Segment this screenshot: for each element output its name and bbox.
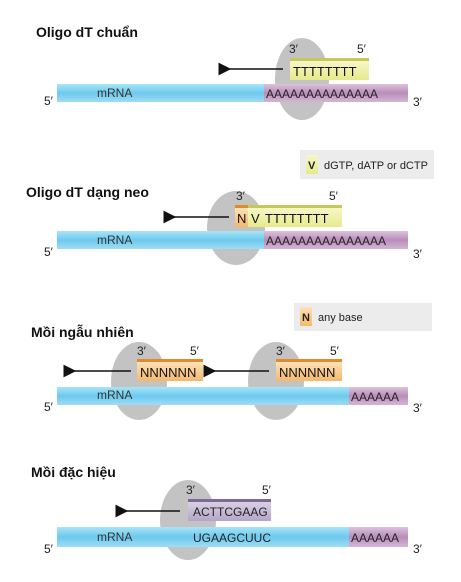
- panel-title: Oligo dT chuẩn: [36, 24, 138, 40]
- legend-n-swatch: [300, 307, 312, 326]
- mrna-5prime: 5′: [44, 400, 54, 414]
- primer-sequence: TTTTTTTT: [293, 64, 357, 79]
- legend-n-text: any base: [318, 312, 363, 324]
- primer-b-sequence: NNNNNN: [279, 365, 335, 380]
- mrna-5prime: 5′: [44, 245, 54, 259]
- mrna-label: mRNA: [97, 233, 132, 247]
- primer-3prime: 3′: [236, 189, 246, 203]
- mrna-strand: [57, 84, 264, 102]
- primer-5prime: 5′: [357, 42, 367, 56]
- anchor-v: V: [251, 211, 260, 226]
- mrna-strand: [57, 387, 349, 405]
- polya-sequence: AAAAAA: [351, 390, 399, 404]
- mrna-label: mRNA: [97, 388, 132, 402]
- oligo-dt-primer: [248, 208, 342, 227]
- polya-tail: [264, 231, 408, 249]
- specific-primer: [188, 502, 271, 521]
- polya-sequence: AAAAAAAAAAAAAAA: [266, 234, 386, 248]
- panel-random-primers: Mồi ngẫu nhiên NNNNNN NNNNNN AAAAAA mRNA…: [31, 324, 423, 420]
- primer-5prime: 5′: [262, 483, 272, 497]
- mrna-strand: [57, 527, 349, 547]
- polya-tail: [349, 527, 408, 547]
- legend-v-text: dGTP, dATP or dCTP: [324, 160, 428, 172]
- legend-n: N any base: [294, 303, 432, 331]
- primer-a-sequence: NNNNNN: [140, 365, 196, 380]
- primer-sequence: TTTTTTTT: [265, 211, 329, 226]
- random-primer-a: [137, 362, 203, 381]
- legend-v-swatch: [306, 155, 318, 174]
- panel-title: Mồi đặc hiệu: [31, 464, 116, 480]
- polya-sequence: AAAAAA: [351, 531, 399, 545]
- panel-specific-primer: Mồi đặc hiệu ACTTCGAAG UGAAGCUUC AAAAAA …: [31, 464, 423, 560]
- legend-n-key: N: [302, 312, 310, 324]
- polya-tail: [349, 387, 408, 405]
- primer-3prime: 3′: [186, 483, 196, 497]
- polya-sequence: AAAAAAAAAAAAAA: [266, 87, 378, 101]
- random-primer-b: [276, 362, 342, 381]
- panel-anchored-oligo-dt: Oligo dT dạng neo N V TTTTTTTT AAAAAAAAA…: [26, 184, 423, 265]
- primer-a-3prime: 3′: [137, 344, 147, 358]
- mrna-label: mRNA: [97, 86, 132, 100]
- mrna-3prime: 3′: [413, 95, 423, 109]
- oligo-dt-primer: [290, 61, 369, 80]
- primer-5prime: 5′: [329, 189, 339, 203]
- panel-title: Oligo dT dạng neo: [26, 184, 149, 200]
- mrna-strand: [57, 231, 264, 249]
- mrna-3prime: 3′: [413, 401, 423, 415]
- mrna-target-sequence: UGAAGCUUC: [193, 531, 271, 545]
- mrna-5prime: 5′: [44, 94, 54, 108]
- mrna-label: mRNA: [97, 530, 132, 544]
- legend-v-key: V: [308, 160, 316, 172]
- primer-a-5prime: 5′: [190, 344, 200, 358]
- anchor-n: N: [237, 211, 246, 226]
- mrna-3prime: 3′: [413, 542, 423, 556]
- polya-tail: [264, 84, 408, 102]
- mrna-3prime: 3′: [413, 247, 423, 261]
- panel-title: Mồi ngẫu nhiên: [31, 324, 134, 340]
- primer-sequence: ACTTCGAAG: [193, 505, 268, 519]
- panel-standard-oligo-dt: Oligo dT chuẩn TTTTTTTT AAAAAAAAAAAAAA m…: [36, 24, 423, 120]
- primer-3prime: 3′: [289, 42, 299, 56]
- primer-b-3prime: 3′: [276, 344, 286, 358]
- primer-b-5prime: 5′: [330, 344, 340, 358]
- anchor-n-base: [235, 208, 248, 227]
- legend-v: V dGTP, dATP or dCTP: [300, 150, 434, 179]
- mrna-5prime: 5′: [44, 542, 54, 556]
